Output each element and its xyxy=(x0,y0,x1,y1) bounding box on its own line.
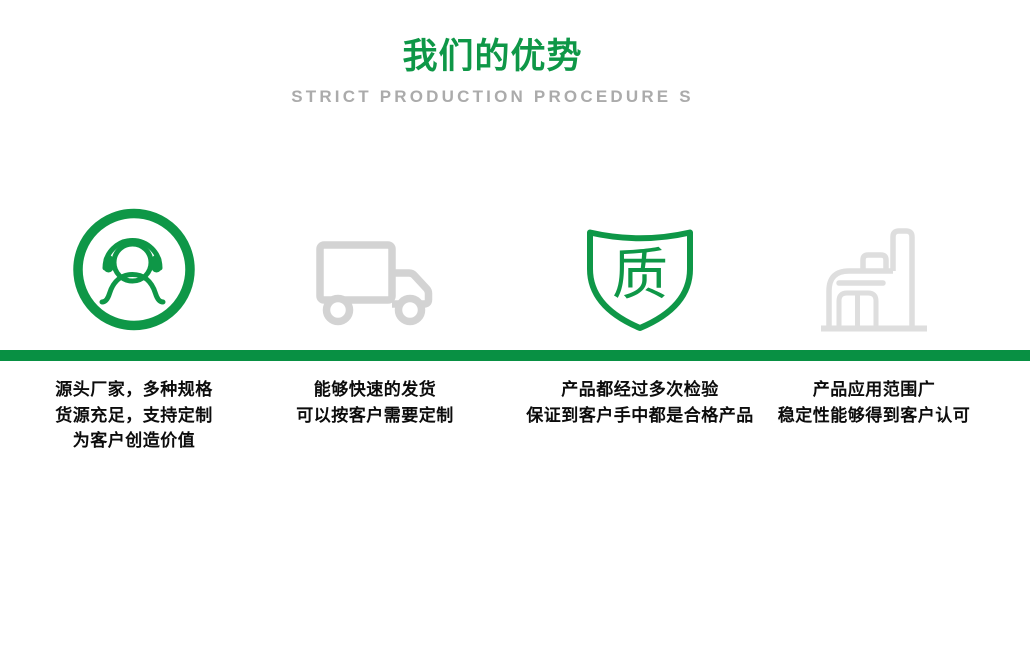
feature-line: 稳定性能够得到客户认可 xyxy=(777,405,971,425)
feature-line: 产品应用范围广 xyxy=(812,380,936,399)
truck-icon xyxy=(316,241,433,326)
section-header: 我们的优势 STRICT PRODUCTION PROCEDURE S xyxy=(0,0,985,107)
shield-outline xyxy=(587,229,693,331)
icon-area xyxy=(265,0,485,332)
section-subtitle: STRICT PRODUCTION PROCEDURE S xyxy=(291,87,694,106)
green-divider-bar xyxy=(0,350,1030,361)
feature-line: 源头厂家，多种规格 xyxy=(55,380,213,399)
icon-area xyxy=(24,0,244,332)
feature-line: 可以按客户需要定制 xyxy=(296,405,454,425)
shield-character: 质 xyxy=(612,243,668,306)
feature-wide-application: 产品应用范围广 稳定性能够得到客户认可 xyxy=(752,0,996,649)
factory-icon xyxy=(821,228,927,332)
feature-line: 保证到客户手中都是合格产品 xyxy=(526,405,754,425)
quality-shield-icon: 质 xyxy=(586,228,694,332)
section-title: 我们的优势 xyxy=(402,37,583,76)
feature-line: 能够快速的发货 xyxy=(313,380,437,399)
feature-source-factory: 源头厂家，多种规格 货源充足，支持定制 为客户创造价值 xyxy=(24,0,244,649)
feature-line: 货源充足，支持定制 xyxy=(55,405,213,425)
feature-fast-shipping: 能够快速的发货 可以按客户需要定制 xyxy=(265,0,485,649)
icon-area: 质 xyxy=(515,0,765,332)
feature-line: 产品都经过多次检验 xyxy=(561,380,719,399)
icon-area xyxy=(752,0,996,332)
customer-service-icon xyxy=(73,208,195,331)
feature-text: 产品都经过多次检验 保证到客户手中都是合格产品 xyxy=(515,377,765,428)
feature-text: 能够快速的发货 可以按客户需要定制 xyxy=(265,377,485,428)
feature-text: 产品应用范围广 稳定性能够得到客户认可 xyxy=(752,377,996,428)
feature-text: 源头厂家，多种规格 货源充足，支持定制 为客户创造价值 xyxy=(24,377,244,454)
feature-quality-inspection: 质 产品都经过多次检验 保证到客户手中都是合格产品 xyxy=(515,0,765,649)
feature-line: 为客户创造价值 xyxy=(72,431,196,450)
